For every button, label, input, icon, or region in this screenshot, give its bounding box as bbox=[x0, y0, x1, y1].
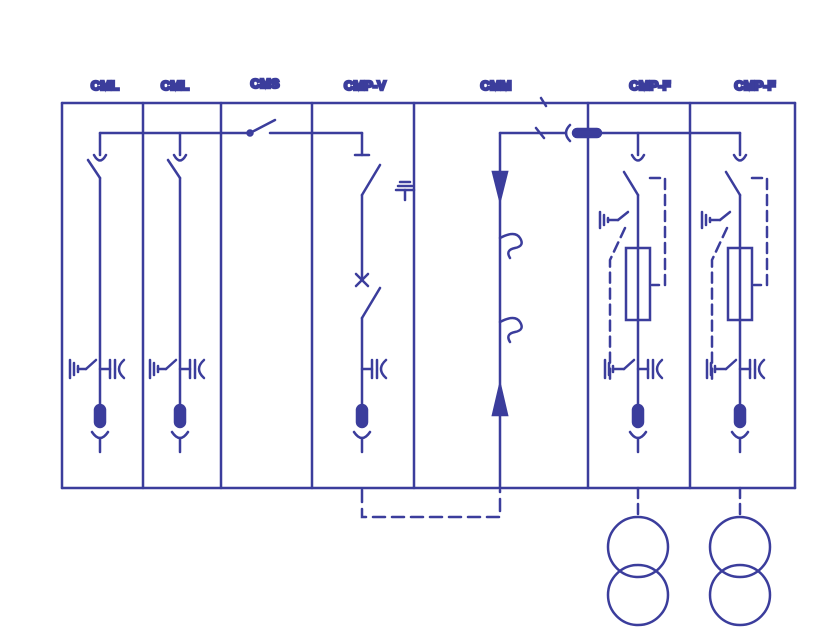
capacitor-divider-icon bbox=[98, 358, 126, 380]
switch-icon bbox=[360, 286, 382, 320]
cable-terminal-icon bbox=[564, 123, 572, 143]
cell-label-cml-2: CML bbox=[161, 78, 189, 93]
capacitor-divider-icon bbox=[636, 358, 664, 380]
cell-label-cmm: CMM bbox=[480, 78, 511, 93]
arrow-up-icon bbox=[491, 384, 509, 417]
cable-terminal-icon bbox=[173, 403, 187, 429]
cell-label-cmp-f-2: CMP-F bbox=[734, 78, 775, 93]
switch-icon bbox=[622, 170, 640, 197]
earthing-switch-icon bbox=[148, 358, 178, 380]
fuse-icon bbox=[726, 246, 754, 322]
cmp-v-feeder bbox=[352, 163, 416, 454]
voltage-indicator-icon bbox=[732, 153, 748, 162]
voltage-indicator-icon bbox=[92, 153, 108, 162]
capacitor-divider-icon bbox=[360, 358, 388, 380]
cell-label-cmp-f-1: CMP-F bbox=[629, 78, 670, 93]
cms-switch-icon bbox=[246, 118, 277, 137]
capacitor-divider-icon bbox=[738, 358, 766, 380]
cmm-metering bbox=[491, 96, 603, 490]
cell-label-cmp-v: CMP-V bbox=[344, 78, 386, 93]
fuse-icon bbox=[624, 246, 652, 322]
busbar bbox=[98, 131, 742, 157]
dashed-cable-link bbox=[360, 488, 502, 519]
cell-label-cms: CMS bbox=[251, 76, 280, 91]
switch-icon bbox=[360, 163, 382, 197]
cml-1-feeder bbox=[68, 131, 126, 454]
cable-terminal-icon bbox=[355, 403, 369, 429]
cmp-f-2-feeder bbox=[700, 131, 772, 627]
cml-2-feeder bbox=[148, 131, 206, 454]
earthing-switch-icon bbox=[705, 358, 738, 380]
cable-terminal-icon bbox=[631, 403, 645, 429]
cmp-f-1-feeder bbox=[598, 131, 670, 627]
earthing-switch-icon bbox=[603, 358, 636, 380]
transformer-icon bbox=[708, 515, 772, 627]
earthing-switch-icon bbox=[598, 210, 630, 230]
arrow-down-icon bbox=[491, 170, 509, 201]
switch-icon bbox=[86, 158, 102, 180]
cell-label-cml-1: CML bbox=[91, 78, 119, 93]
earthing-switch-icon bbox=[394, 180, 416, 202]
switch-icon bbox=[166, 158, 182, 180]
cable-terminal-icon bbox=[93, 403, 107, 429]
voltage-indicator-icon bbox=[630, 153, 646, 162]
current-transformer-icon bbox=[498, 232, 523, 344]
voltage-indicator-icon bbox=[172, 153, 188, 162]
capacitor-divider-icon bbox=[178, 358, 206, 380]
transformer-icon bbox=[606, 515, 670, 627]
cable-terminal-icon bbox=[733, 403, 747, 429]
switch-icon bbox=[724, 170, 742, 197]
switchgear-frame bbox=[60, 101, 797, 490]
earthing-switch-icon bbox=[68, 358, 98, 380]
earthing-switch-icon bbox=[700, 210, 732, 230]
